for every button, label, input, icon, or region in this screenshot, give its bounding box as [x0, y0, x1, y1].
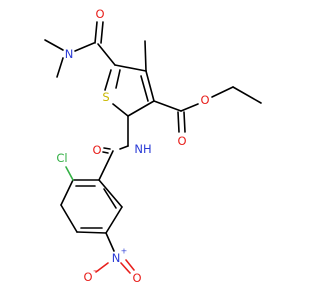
bond-ester-carbonyl-b — [183, 111, 186, 133]
bond-amide2-carbonyl-a — [103, 147, 111, 150]
bond-benzene-6-1 — [98, 179, 123, 208]
bond-methyl-n-upper — [44, 39, 64, 51]
atom-o-nitro-right: O — [132, 271, 141, 285]
bond-amide-carbonyl-a — [94, 21, 98, 44]
atom-o-amide2: O — [92, 143, 101, 157]
bond-amide-carbonyl-b — [100, 21, 104, 44]
bond-n-amide-carbon — [74, 42, 95, 52]
bond-ethyl — [232, 86, 262, 104]
molecule-diagram: N O S O O O NH Cl N + O − O — [44, 7, 262, 285]
charge-nitro-o-left: − — [93, 267, 100, 276]
bond-benzene-5-6 — [105, 206, 123, 234]
atom-s-thiophene: S — [102, 90, 109, 104]
bond-ester-carbonyl-a — [177, 111, 180, 133]
bond-amide2-to-benzene — [98, 150, 114, 181]
bond-nitro-o-right-a — [120, 262, 131, 274]
bond-nh-to-amide-carbon — [119, 145, 129, 150]
atom-o-amide1: O — [95, 7, 104, 21]
atom-n-nitro: N — [112, 251, 121, 265]
bond-ring-c2-s — [112, 103, 129, 117]
bond-benzene-2-3 — [60, 179, 74, 206]
bond-chloro — [65, 166, 74, 181]
bond-methyl-n-lower — [56, 57, 64, 78]
atom-n-dimethyl: N — [65, 47, 74, 61]
bond-amide2-carbonyl-b — [102, 151, 109, 154]
atom-o-nitro-left: O — [83, 270, 92, 284]
bond-ring-c4-c3-outer — [145, 70, 155, 102]
bond-ring-methyl — [144, 40, 147, 72]
atom-cl: Cl — [56, 151, 67, 165]
bond-nitro-o-left — [95, 262, 109, 273]
bond-ring-s-c5 — [104, 69, 112, 91]
bond-ring-c5-inner — [115, 69, 121, 89]
atom-nh-amide2: NH — [134, 142, 151, 156]
bond-ring-c5-c4 — [114, 64, 147, 72]
bond-nitro-o-right-b — [125, 259, 135, 271]
bond-ester-carbon-oxygen — [180, 103, 199, 112]
bond-benzene-3-4 — [60, 204, 78, 233]
bond-lines — [44, 21, 262, 274]
bond-ring-ester-carbon — [153, 100, 182, 112]
bond-benzene-nitro — [105, 232, 115, 252]
bond-benzene-4-5 — [76, 231, 107, 234]
bond-ring-c4-c3-inner — [140, 75, 149, 102]
bond-ester-oxygen-ch2 — [211, 86, 234, 98]
bond-benzene-inner-c — [103, 188, 117, 209]
bond-ring-c3-c2 — [127, 100, 155, 117]
atom-o-ester-ether: O — [200, 93, 209, 107]
atom-o-ester-carbonyl: O — [177, 134, 186, 148]
charge-nitro-n: + — [121, 247, 128, 256]
bond-amide-to-ring — [97, 43, 116, 66]
